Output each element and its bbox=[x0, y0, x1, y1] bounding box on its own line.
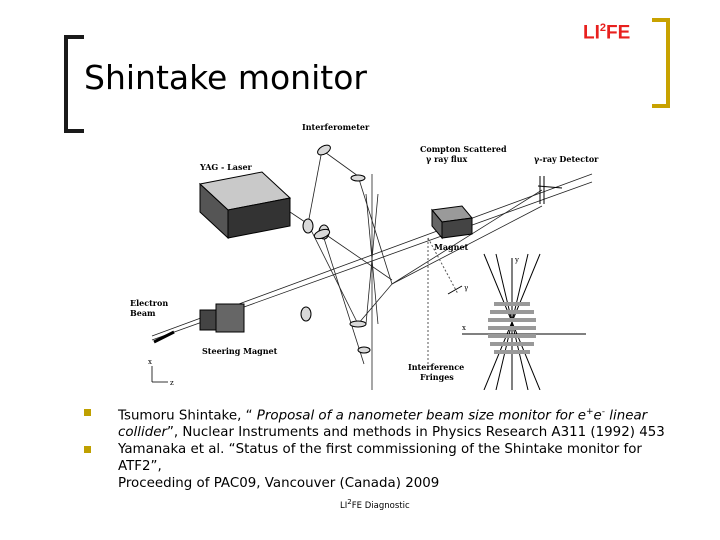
reference-run: Yamanaka et al. “Status of the first com… bbox=[118, 442, 642, 475]
reference-run: linear bbox=[605, 408, 648, 424]
reference-run: e bbox=[593, 408, 602, 424]
reference-line: Tsumoru Shintake, “ Proposal of a nanome… bbox=[118, 404, 684, 424]
reference-run: collider bbox=[118, 425, 167, 441]
bullet-square-icon bbox=[84, 446, 91, 454]
reference-run: + bbox=[585, 407, 594, 417]
label-axis-y: y bbox=[514, 256, 519, 264]
label-interference-1: Interference bbox=[408, 362, 464, 372]
right-bracket bbox=[652, 18, 670, 108]
label-steering-magnet: Steering Magnet bbox=[202, 346, 278, 356]
label-magnet: Magnet bbox=[434, 242, 469, 252]
magnet bbox=[431, 205, 473, 240]
reference-line: Proceeding of PAC09, Vancouver (Canada) … bbox=[118, 475, 684, 492]
label-compton-2: γ ray flux bbox=[426, 154, 468, 164]
reference-text: Tsumoru Shintake, “ Proposal of a nanome… bbox=[118, 404, 684, 441]
footer-text: LI2FE Diagnostic bbox=[340, 497, 410, 511]
label-gamma-detector: γ-ray Detector bbox=[534, 154, 599, 164]
reference-run: ”, Nuclear Instruments and methods in Ph… bbox=[166, 425, 665, 441]
interference-inset bbox=[427, 237, 586, 390]
yag-laser-box bbox=[198, 171, 292, 240]
reference-text: Yamanaka et al. “Status of the first com… bbox=[118, 441, 684, 492]
steering-magnet bbox=[199, 303, 245, 333]
label-electron-1: Electron bbox=[130, 298, 168, 308]
shintake-monitor-diagram: Interferometer YAG - Laser Compton Scatt… bbox=[130, 122, 599, 390]
label-electron-2: Beam bbox=[130, 308, 156, 318]
label-axis-x: x bbox=[462, 324, 466, 332]
electron-beam-arrow bbox=[153, 330, 175, 344]
label-axis-gamma: γ bbox=[464, 284, 468, 292]
coordinate-axes bbox=[151, 366, 168, 383]
label-interference-2: Fringes bbox=[420, 372, 454, 382]
reference-run: Tsumoru Shintake, “ bbox=[118, 408, 257, 424]
slide-title: Shintake monitor bbox=[84, 58, 367, 97]
reference-run: Proposal of a nanometer beam size monito… bbox=[256, 408, 586, 424]
reference-run: Proceeding of PAC09, Vancouver (Canada) … bbox=[118, 476, 440, 492]
reference-run: - bbox=[601, 407, 606, 417]
mirrors bbox=[300, 144, 371, 354]
label-compton-1: Compton Scattered bbox=[420, 144, 507, 154]
label-yag-laser: YAG - Laser bbox=[199, 162, 253, 172]
reference-line: collider”, Nuclear Instruments and metho… bbox=[118, 424, 684, 441]
references-list: Tsumoru Shintake, “ Proposal of a nanome… bbox=[84, 404, 684, 492]
left-bracket bbox=[64, 35, 84, 133]
detector-arrow bbox=[537, 185, 563, 189]
label-coord-x: x bbox=[148, 358, 152, 366]
reference-item: Tsumoru Shintake, “ Proposal of a nanome… bbox=[84, 404, 684, 441]
label-coord-z: z bbox=[170, 379, 174, 387]
li2fe-logo: LI2FE bbox=[583, 22, 631, 44]
reference-line: Yamanaka et al. “Status of the first com… bbox=[118, 441, 684, 475]
bullet-square-icon bbox=[84, 409, 91, 416]
reference-item: Yamanaka et al. “Status of the first com… bbox=[84, 441, 684, 492]
label-interferometer: Interferometer bbox=[302, 122, 370, 132]
